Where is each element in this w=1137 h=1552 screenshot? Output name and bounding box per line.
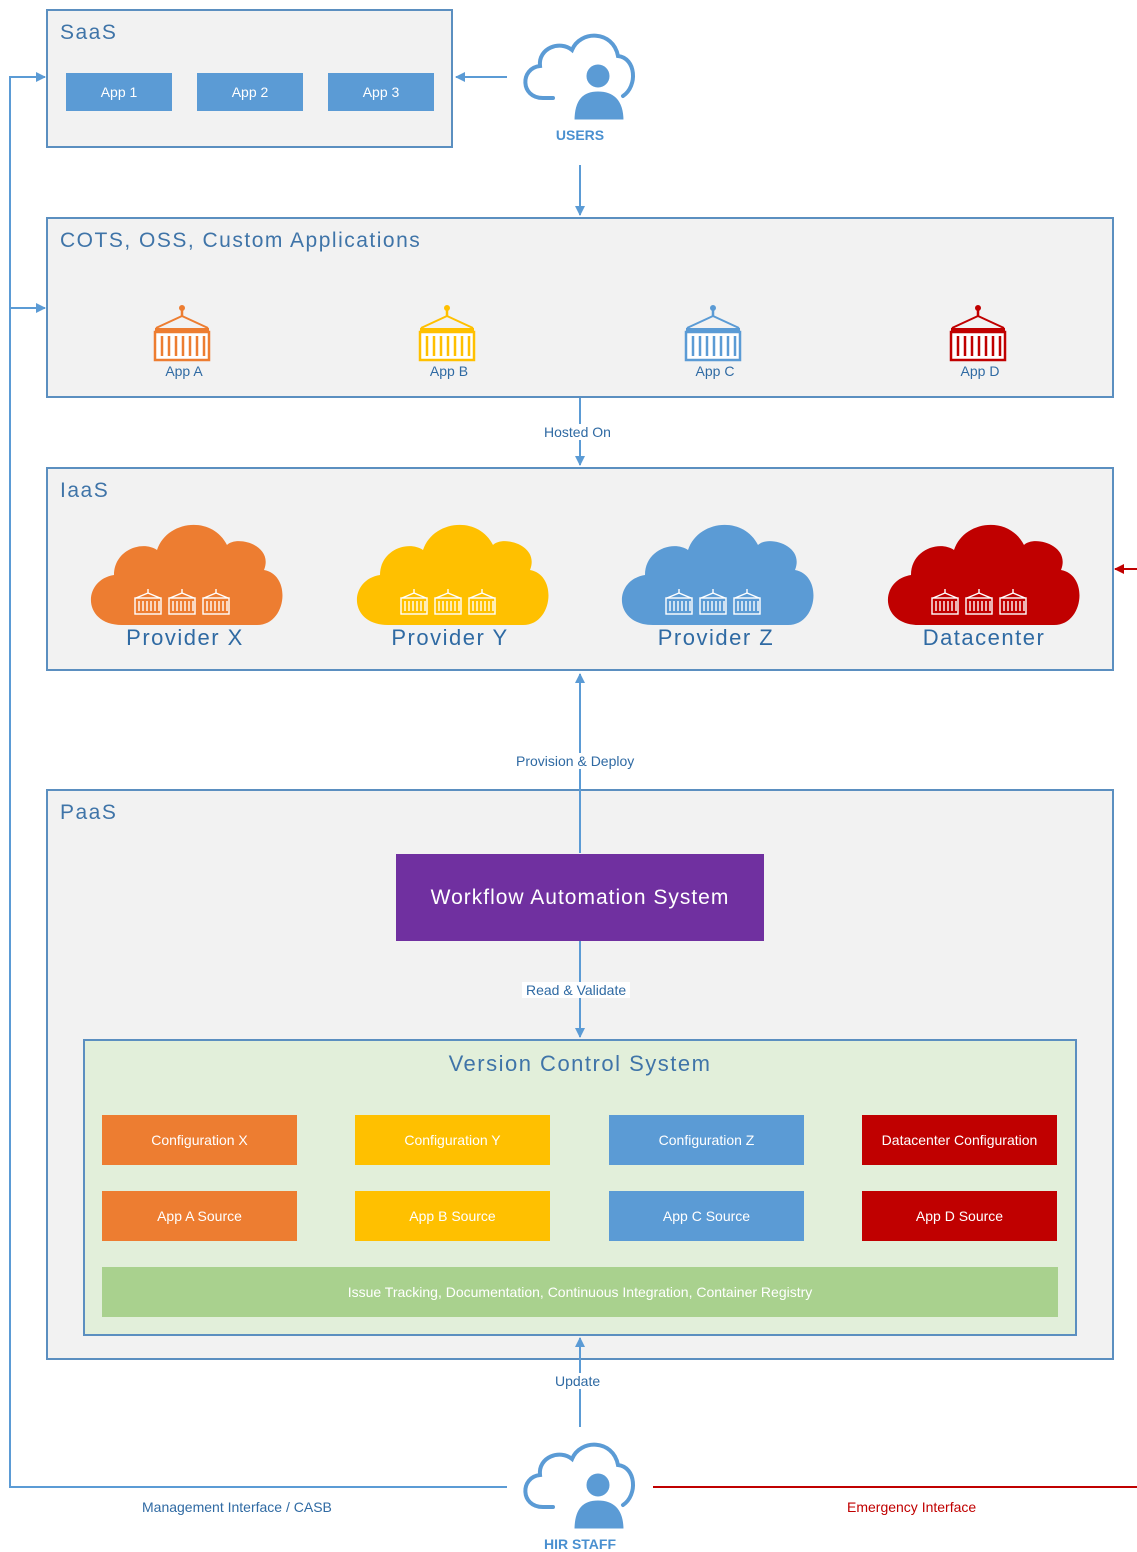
app-c-label: App C xyxy=(695,363,735,379)
app-d-label: App D xyxy=(960,363,1000,379)
provider-y-label: Provider Y xyxy=(391,625,509,650)
saas-app-1[interactable]: App 1 xyxy=(66,73,172,111)
update-label: Update xyxy=(551,1373,605,1389)
saas-panel: SaaS App 1 App 2 App 3 xyxy=(46,9,453,148)
datacenter-cloud-icon xyxy=(887,524,1080,625)
workflow-automation-box[interactable]: Workflow Automation System xyxy=(396,854,764,941)
cots-title: COTS, OSS, Custom Applications xyxy=(60,229,422,252)
workflow-automation-label: Workflow Automation System xyxy=(430,885,730,909)
provision-deploy-label: Provision & Deploy xyxy=(512,753,639,769)
datacenter-config-box[interactable]: Datacenter Configuration xyxy=(862,1115,1057,1165)
app-d-source-box[interactable]: App D Source xyxy=(862,1191,1057,1241)
saas-title: SaaS xyxy=(60,21,118,44)
management-interface-label: Management Interface / CASB xyxy=(138,1499,336,1515)
app-b-label: App B xyxy=(429,363,469,379)
provider-z-cloud-icon xyxy=(621,524,814,625)
iaas-title: IaaS xyxy=(60,479,110,502)
app-b-source-box[interactable]: App B Source xyxy=(355,1191,550,1241)
app-b-container-icon xyxy=(418,304,476,362)
config-x-box[interactable]: Configuration X xyxy=(102,1115,297,1165)
app-a-source-box[interactable]: App A Source xyxy=(102,1191,297,1241)
app-a-container-icon xyxy=(153,304,211,362)
provider-x-cloud-icon xyxy=(90,524,283,625)
app-c-source-box[interactable]: App C Source xyxy=(609,1191,804,1241)
saas-app-2[interactable]: App 2 xyxy=(197,73,303,111)
provider-z-label: Provider Z xyxy=(657,625,775,650)
users-icon xyxy=(523,33,636,123)
app-a-label: App A xyxy=(165,363,203,379)
datacenter-label: Datacenter xyxy=(922,625,1046,650)
read-validate-label: Read & Validate xyxy=(522,982,631,998)
emergency-interface-label: Emergency Interface xyxy=(843,1499,981,1515)
app-d-container-icon xyxy=(949,304,1007,362)
saas-app-3[interactable]: App 3 xyxy=(328,73,434,111)
app-c-container-icon xyxy=(684,304,742,362)
vcs-title: Version Control System xyxy=(448,1051,712,1076)
cots-panel: COTS, OSS, Custom Applications xyxy=(46,217,1114,398)
staff-label: HIR STAFF xyxy=(543,1536,617,1552)
paas-title: PaaS xyxy=(60,801,118,824)
hosted-on-label: Hosted On xyxy=(540,424,615,440)
config-y-box[interactable]: Configuration Y xyxy=(355,1115,550,1165)
users-label: USERS xyxy=(555,127,605,143)
tools-bar[interactable]: Issue Tracking, Documentation, Continuou… xyxy=(102,1267,1058,1317)
provider-x-label: Provider X xyxy=(126,625,244,650)
provider-y-cloud-icon xyxy=(356,524,549,625)
staff-icon xyxy=(523,1442,636,1532)
config-z-box[interactable]: Configuration Z xyxy=(609,1115,804,1165)
